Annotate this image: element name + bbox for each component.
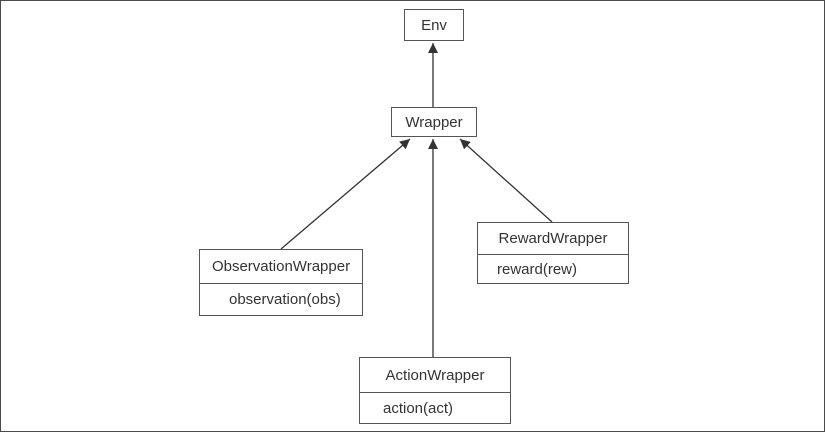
action-wrapper-title: ActionWrapper [360,358,510,393]
reward-wrapper-method: reward(rew) [497,260,578,278]
edge-reward-wrapper-to-wrapper [459,138,553,223]
edge-observation-wrapper-to-wrapper [280,138,411,250]
observation-wrapper-method: observation(obs) [229,291,341,308]
action-wrapper-node: ActionWrapper action(act) [359,357,511,424]
env-node: Env [404,9,464,41]
action-wrapper-method: action(act) [383,399,454,417]
reward-wrapper-title: RewardWrapper [478,223,628,255]
wrapper-node: Wrapper [391,107,477,137]
observation-wrapper-node: ObservationWrapper observation(obs) [199,249,363,316]
observation-wrapper-title: ObservationWrapper [200,250,362,284]
reward-wrapper-node: RewardWrapper reward(rew) [477,222,629,284]
wrapper-title: Wrapper [405,113,463,131]
env-title: Env [421,16,447,34]
